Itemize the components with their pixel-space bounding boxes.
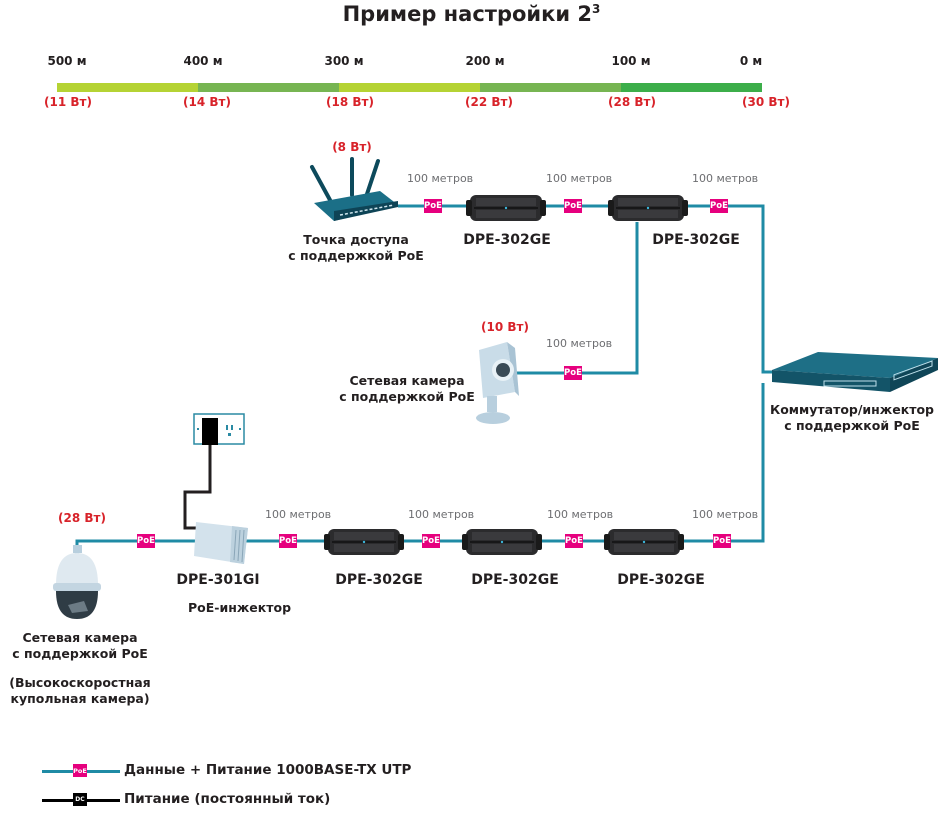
caption-line: с поддержкой PoE [12,646,148,661]
distance-label: 0 м [739,54,763,68]
poe-tag: PoE [565,534,583,548]
legend-poe-label: Данные + Питание 1000BASE-TX UTP [124,762,412,778]
extender-model: DPE-302GE [463,232,551,248]
title-superscript: 3 [592,2,601,16]
poe-extender-icon [324,529,404,555]
segment-length-label: 100 метров [692,508,759,521]
caption-line: с поддержкой PoE [288,248,424,263]
power-outlet-icon [193,413,245,445]
poe-extender-icon [608,195,688,221]
caption-line: Сетевая камера [22,630,138,645]
poe-tag: PoE [137,534,155,548]
cable-camera-branch [515,222,639,375]
caption-line: с поддержкой PoE [339,389,475,404]
poe-tag: PoE [424,199,442,213]
switch-caption: Коммутатор/инжектор с поддержкой PoE [770,402,934,434]
title-text: Пример настройки 2 [342,2,593,26]
poe-tag: PoE [710,199,728,213]
extender-device [608,193,688,227]
poe-extender-icon [466,195,546,221]
dc-power-cable [183,445,212,530]
poe-tag: PoE [422,534,440,548]
scale-segment [621,83,762,92]
segment-length-label: 100 метров [692,172,759,185]
distance-label: 100 м [611,54,651,68]
diagram-title: Пример настройки 23 [0,2,943,26]
extender-model: DPE-302GE [335,572,423,588]
power-label: (14 Вт) [183,95,231,109]
extender-model: DPE-302GE [471,572,559,588]
power-label: (11 Вт) [44,95,92,109]
cable-bottom [240,383,765,543]
poe-tag: PoE [713,534,731,548]
camera-caption: Сетевая камера с поддержкой PoE [339,373,475,405]
segment-length-label: 100 метров [408,508,475,521]
legend-poe-tag: PoE [73,764,87,777]
poe-extender-icon [604,529,684,555]
power-label: (28 Вт) [608,95,656,109]
camera-power: (10 Вт) [481,320,529,334]
poe-tag: PoE [564,199,582,213]
extender-device [604,527,684,561]
poe-extender-icon [462,529,542,555]
segment-length-label: 100 метров [265,508,332,521]
dome-camera-note: (Высокоскоростная купольная камера) [9,675,150,707]
access-point-caption: Точка доступа с поддержкой PoE [288,232,424,264]
extender-model: DPE-302GE [617,572,705,588]
dome-camera-icon [53,545,101,619]
extender-device [466,193,546,227]
extender-device [324,527,404,561]
distance-label: 300 м [324,54,364,68]
distance-label: 200 м [465,54,505,68]
extender-device [462,527,542,561]
segment-length-label: 100 метров [546,172,613,185]
segment-length-label: 100 метров [407,172,474,185]
poe-tag: PoE [279,534,297,548]
poe-tag: PoE [564,366,582,380]
caption-line: Сетевая камера [349,373,465,388]
power-label: (18 Вт) [326,95,374,109]
scale-segment [198,83,339,92]
segment-length-label: 100 метров [546,337,613,350]
segment-length-label: 100 метров [547,508,614,521]
injector-caption: PoE-инжектор [188,600,292,615]
extender-model: DPE-302GE [652,232,740,248]
power-label: (22 Вт) [465,95,513,109]
scale-segment [57,83,198,92]
caption-line: с поддержкой PoE [784,418,920,433]
power-label: (30 Вт) [742,95,790,109]
poe-injector-icon [194,522,248,564]
dome-camera-power: (28 Вт) [58,511,106,525]
legend-dc-tag: DC [73,793,87,806]
legend-dc-label: Питание (постоянный ток) [124,791,331,807]
caption-line: Точка доступа [303,232,409,247]
network-camera-icon [476,342,519,424]
injector-model: DPE-301GI [176,572,260,588]
caption-line: (Высокоскоростная [9,675,151,690]
poe-switch-icon [772,352,938,392]
dome-camera-caption: Сетевая камера с поддержкой PoE [12,630,148,662]
caption-line: Коммутатор/инжектор [770,402,934,417]
access-point-icon [310,157,398,221]
caption-line: купольная камера) [10,691,150,706]
distance-label: 400 м [183,54,223,68]
access-point-power: (8 Вт) [332,140,372,154]
scale-segment [339,83,480,92]
scale-segment [480,83,621,92]
distance-label: 500 м [47,54,87,68]
